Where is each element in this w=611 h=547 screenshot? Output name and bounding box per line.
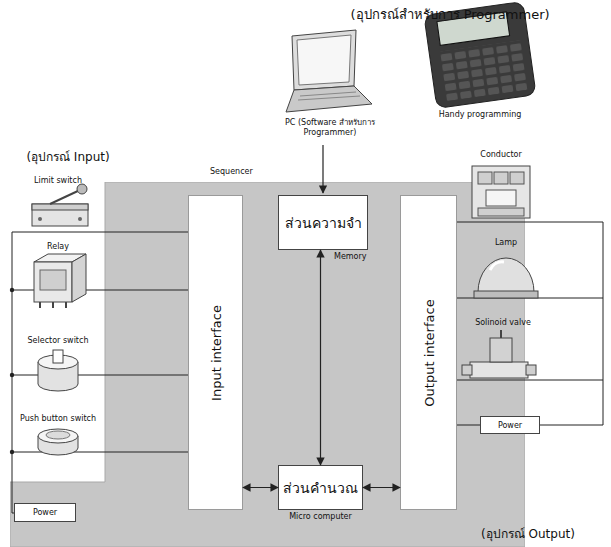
data-flow-arrow — [363, 487, 400, 488]
device-label: Conductor — [480, 150, 521, 159]
relay-icon — [34, 254, 86, 308]
sequencer-region: SequencerInput interfaceส่วนความจำMemory… — [10, 182, 525, 547]
selector-switch-icon — [38, 350, 78, 391]
device-label: Lamp — [495, 238, 517, 247]
compute-box: ส่วนคำนวณMicro computer — [278, 465, 363, 510]
device-label: Solinoid valve — [475, 318, 531, 327]
power-box: Power — [14, 503, 76, 522]
group-heading: (อุปกรณ์ Output) — [481, 524, 575, 543]
device-label: PC (Software สำหรับการ Programmer) — [275, 118, 385, 138]
device-label: Relay — [47, 242, 69, 251]
laptop-icon — [286, 30, 372, 112]
input-interface: Input interface — [188, 195, 243, 510]
output-wiring — [457, 222, 603, 425]
solenoid-valve-icon — [462, 330, 536, 378]
program-arrow — [322, 145, 323, 193]
box-label: ส่วนความจำ — [285, 212, 362, 234]
data-flow-arrow — [320, 250, 321, 465]
device-label: Limit switch — [34, 176, 82, 185]
memory-box: ส่วนความจำMemory — [278, 195, 368, 250]
device-label: Handy programming — [439, 110, 522, 119]
box-label: ส่วนคำนวณ — [283, 477, 358, 499]
device-label: Push button switch — [20, 414, 96, 423]
interface-label: Output interface — [421, 299, 436, 406]
group-heading: (อุปกรณ์สำหรับการ Programmer) — [350, 4, 549, 25]
junction-dots — [10, 288, 14, 454]
output-interface: Output interface — [400, 195, 457, 510]
region-title: Sequencer — [210, 167, 253, 176]
power-box: Power — [480, 416, 540, 434]
input-wiring — [12, 232, 188, 513]
device-label: Selector switch — [28, 336, 89, 345]
contactor-icon — [472, 166, 530, 218]
lamp-icon — [474, 258, 538, 298]
push-button-icon — [38, 429, 78, 455]
box-caption: Memory — [334, 252, 367, 261]
interface-label: Input interface — [208, 305, 223, 401]
limit-switch-icon — [32, 184, 88, 226]
box-label: Power — [498, 421, 522, 430]
box-caption: Micro computer — [289, 512, 352, 521]
group-heading: (อุปกรณ์ Input) — [26, 147, 109, 166]
box-label: Power — [33, 508, 57, 517]
data-flow-arrow — [243, 487, 278, 488]
